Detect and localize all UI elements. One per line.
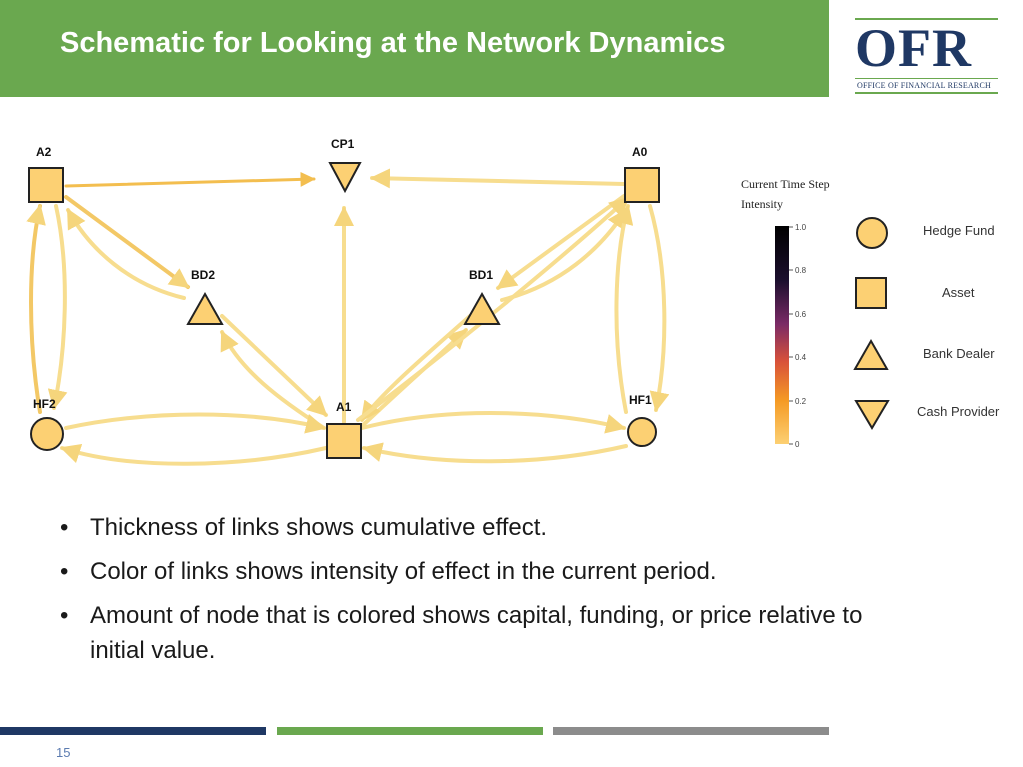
legend-asset-icon: [855, 277, 887, 309]
logo-subtitle: OFFICE OF FINANCIAL RESEARCH: [857, 81, 991, 90]
bullet-item: • Amount of node that is colored shows ca…: [56, 598, 916, 668]
intensity-tick-0-4: 0.4: [795, 353, 807, 362]
link-hf1-a0: [613, 204, 634, 414]
legend-asset: Asset: [855, 277, 975, 309]
legend-hedge-fund-icon: [856, 217, 888, 249]
link-a1-hf2: [60, 444, 328, 466]
link-hf2-a1: [64, 412, 326, 434]
link-bd2-a2: [66, 208, 186, 300]
intensity-legend: Current Time Step Intensity 1.0 0.8 0.6 …: [741, 177, 830, 449]
node-label-bd2: BD2: [191, 268, 215, 282]
node-cp1: CP1: [328, 137, 362, 194]
bullet-item: • Color of links shows intensity of effec…: [56, 554, 916, 589]
link-a2-bd2: [64, 195, 190, 289]
bullet-item: • Thickness of links shows cumulative eff…: [56, 510, 916, 545]
legend-bank-dealer-label: Bank Dealer: [923, 346, 995, 361]
node-bd1: BD1: [463, 268, 501, 325]
intensity-tick-0-2: 0.2: [795, 397, 807, 406]
bullet-text-3: Amount of node that is colored shows cap…: [90, 602, 863, 664]
link-a2-cp1: [64, 171, 316, 188]
legend-hedge-fund-label: Hedge Fund: [923, 223, 995, 238]
node-label-a0: A0: [632, 145, 648, 159]
link-a0-cp1: [370, 168, 626, 189]
node-label-cp1: CP1: [331, 137, 355, 151]
legend-asset-label: Asset: [942, 285, 975, 300]
legend-bank-dealer-icon: [853, 338, 889, 370]
legend-cash-provider-icon: [854, 400, 890, 430]
link-a0-bd1: [496, 194, 626, 290]
node-a0: A0: [624, 145, 660, 203]
link-bd2-a1: [220, 314, 328, 417]
link-a1-hf1: [360, 411, 626, 434]
footer-bar-navy: [0, 727, 266, 735]
intensity-tick-0-8: 0.8: [795, 266, 807, 275]
node-label-hf2: HF2: [33, 397, 56, 411]
logo-mid-rule: [855, 78, 998, 79]
node-label-bd1: BD1: [469, 268, 493, 282]
logo-bottom-rule: [855, 92, 998, 94]
legend-hedge-fund: Hedge Fund: [856, 217, 995, 249]
bullet-dot-icon: •: [60, 514, 69, 541]
intensity-tick-1: 1.0: [795, 223, 807, 232]
legend-bank-dealer: Bank Dealer: [853, 338, 995, 370]
logo-text: OFR: [855, 18, 972, 78]
node-hf2: HF2: [30, 397, 64, 451]
intensity-legend-title-line2: Intensity: [741, 197, 783, 211]
legend-cash-provider: Cash Provider: [854, 400, 1000, 430]
link-a2-hf2: [47, 204, 68, 410]
ofr-logo: OFR OFFICE OF FINANCIAL RESEARCH: [855, 18, 1000, 98]
link-a0-hf1: [648, 204, 670, 412]
node-a1: A1: [326, 400, 362, 459]
network-diagram: A2 CP1 A0 BD2 BD1 HF2 A1 HF1 Current Tim…: [26, 137, 1000, 466]
intensity-tick-0: 0: [795, 440, 800, 449]
footer-bar-gray: [553, 727, 829, 735]
shape-legend: Hedge Fund Asset Bank Dealer Cash Provid…: [853, 217, 1000, 430]
page-number: 15: [56, 745, 71, 760]
link-hf1-a1: [362, 442, 628, 464]
legend-cash-provider-label: Cash Provider: [917, 404, 1000, 419]
bullet-dot-icon: •: [60, 602, 69, 629]
title-bar: Schematic for Looking at the Network Dyn…: [0, 0, 829, 97]
link-a1-a0: [356, 196, 630, 422]
bullet-list: • Thickness of links shows cumulative eff…: [56, 510, 916, 677]
logo-top-rule: [855, 18, 998, 20]
bullet-text-1: Thickness of links shows cumulative effe…: [90, 514, 548, 541]
node-label-hf1: HF1: [629, 393, 652, 407]
footer-bar-green: [277, 727, 543, 735]
intensity-legend-title-line1: Current Time Step: [741, 177, 830, 191]
links: [26, 168, 670, 466]
intensity-tick-0-6: 0.6: [795, 310, 807, 319]
node-hf1: HF1: [627, 393, 657, 447]
intensity-colorbar: [775, 226, 789, 444]
node-bd2: BD2: [186, 268, 224, 325]
node-a2: A2: [28, 145, 64, 203]
bullet-text-2: Color of links shows intensity of effect…: [90, 558, 717, 585]
node-label-a2: A2: [36, 145, 52, 159]
slide-title: Schematic for Looking at the Network Dyn…: [60, 27, 726, 59]
node-label-a1: A1: [336, 400, 352, 414]
link-hf2-a2: [26, 204, 46, 414]
bullet-dot-icon: •: [60, 558, 69, 585]
